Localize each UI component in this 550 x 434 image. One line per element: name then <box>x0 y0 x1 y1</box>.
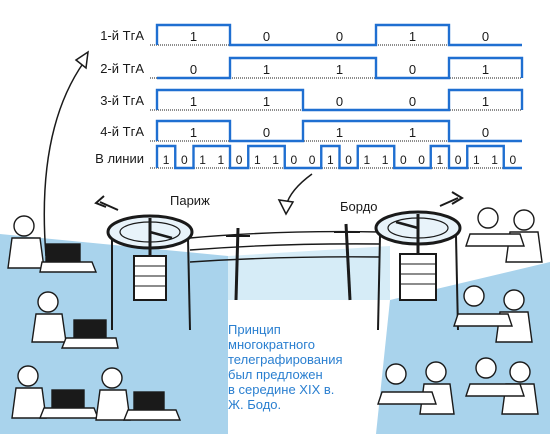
operator-figure <box>7 215 98 273</box>
line-signal-bit-1: 1 <box>163 153 170 167</box>
line-signal-bit-11: 0 <box>345 153 352 167</box>
caption-line: в середине XIX в. <box>228 382 335 397</box>
line-signal-bit-9: 0 <box>309 153 316 167</box>
caption: Принцип многократного телеграфирования б… <box>228 322 388 412</box>
channel-2-bit-5: 1 <box>482 62 489 77</box>
channel-2-bit-4: 0 <box>409 62 416 77</box>
channel-1-bit-5: 0 <box>482 29 489 44</box>
channel-3-label: 3-й ТгА <box>100 93 144 108</box>
channel-1-bit-2: 0 <box>263 29 270 44</box>
line-signal-bit-17: 0 <box>455 153 462 167</box>
paris-distributor <box>94 195 194 331</box>
caption-line: Принцип <box>228 322 281 337</box>
channel-4-bit-3: 1 <box>336 125 343 140</box>
line-signal-bit-2: 0 <box>181 153 188 167</box>
channel-1-bit-1: 1 <box>190 29 197 44</box>
channel-1-label: 1-й ТгА <box>100 28 144 43</box>
city-label-paris: Париж <box>170 193 210 208</box>
operator-figure <box>377 361 455 415</box>
channel-2-bit-2: 1 <box>263 62 270 77</box>
channel-3-bit-1: 1 <box>190 94 197 109</box>
line-signal-bit-3: 1 <box>199 153 206 167</box>
line-signal-label: В линии <box>95 151 144 166</box>
channel-3-bit-3: 0 <box>336 94 343 109</box>
caption-line: Ж. Бодо. <box>228 397 282 412</box>
line-signal-bit-19: 1 <box>491 153 498 167</box>
operator-figure <box>465 207 543 263</box>
channel-4-bit-2: 0 <box>263 125 270 140</box>
line-signal-bit-20: 0 <box>510 153 517 167</box>
channel-4-bit-5: 0 <box>482 125 489 140</box>
channel-4-bit-1: 1 <box>190 125 197 140</box>
line-signal-bit-8: 0 <box>291 153 298 167</box>
line-signal-bit-4: 1 <box>218 153 225 167</box>
line-signal-bit-16: 1 <box>437 153 444 167</box>
arrowhead-icon <box>74 50 89 70</box>
channel-2-label: 2-й ТгА <box>100 61 144 76</box>
channel-1-waveform <box>155 23 522 47</box>
channel-2-bit-3: 1 <box>336 62 343 77</box>
channel-1-bit-4: 1 <box>409 29 416 44</box>
line-signal-bit-7: 1 <box>272 153 279 167</box>
line-signal-bit-5: 0 <box>236 153 243 167</box>
bordeaux-operators <box>377 207 543 415</box>
city-label-bordeaux: Бордо <box>340 199 378 214</box>
channel-4-label: 4-й ТгА <box>100 124 144 139</box>
line-signal-bit-12: 1 <box>364 153 371 167</box>
operator-figure <box>465 357 539 415</box>
left-room-floor <box>0 234 228 434</box>
caption-line: телеграфирования <box>228 352 343 367</box>
operator-figure <box>31 291 119 349</box>
line-signal-waveform <box>155 144 522 170</box>
field-strip <box>228 246 390 300</box>
channel-2-waveform <box>157 56 524 80</box>
telegraph-line <box>189 223 381 301</box>
channel-3-bit-2: 1 <box>263 94 270 109</box>
paris-operators <box>7 215 182 421</box>
arrowhead-icon <box>277 199 295 216</box>
curved-arrow-icon <box>43 61 85 257</box>
line-signal-bit-18: 1 <box>473 153 480 167</box>
operator-figure <box>453 285 533 343</box>
line-signal-bit-10: 1 <box>327 153 334 167</box>
caption-line: многократного <box>228 337 315 352</box>
channel-2-bit-1: 0 <box>190 62 197 77</box>
line-signal-bit-14: 0 <box>400 153 407 167</box>
channel-3-bit-5: 1 <box>482 94 489 109</box>
channel-4-waveform <box>155 119 522 143</box>
channel-1-bit-3: 0 <box>336 29 343 44</box>
channel-3-waveform <box>155 88 524 112</box>
caption-line: был предложен <box>228 367 323 382</box>
channel-4-bit-4: 1 <box>409 125 416 140</box>
operator-figure <box>95 367 182 421</box>
channel-3-bit-4: 0 <box>409 94 416 109</box>
line-signal-bit-6: 1 <box>254 153 261 167</box>
operator-figure <box>11 365 100 419</box>
line-signal-bit-15: 0 <box>418 153 425 167</box>
line-signal-bit-13: 1 <box>382 153 389 167</box>
